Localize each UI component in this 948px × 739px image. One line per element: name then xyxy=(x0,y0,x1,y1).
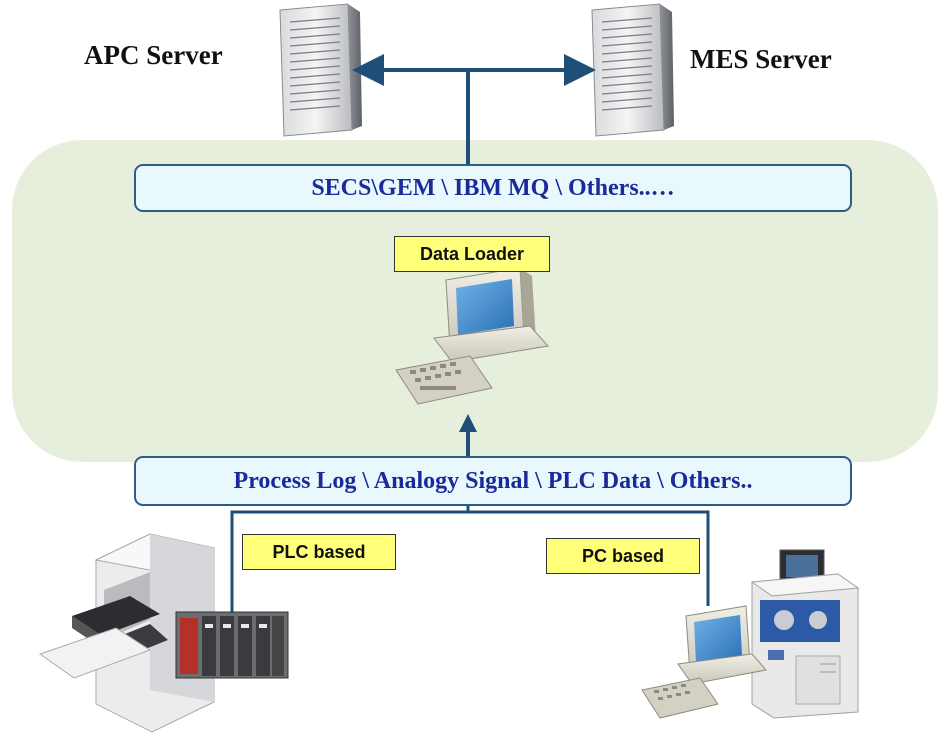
apc-server-label: APC Server xyxy=(84,40,223,70)
mes-server-icon xyxy=(591,3,674,137)
protocol-bar: SECS\GEM \ IBM MQ \ Others..… xyxy=(134,164,852,212)
pc-based-label: PC based xyxy=(546,538,700,574)
data-loader-computer-icon xyxy=(395,267,549,405)
upload-arrow xyxy=(459,414,477,456)
plc-based-label: PLC based xyxy=(242,534,396,570)
data-loader-label: Data Loader xyxy=(394,236,550,272)
plc-equipment-icon xyxy=(38,533,289,733)
mes-server-label: MES Server xyxy=(690,44,832,74)
pc-equipment-icon xyxy=(641,549,860,719)
server-connector xyxy=(352,54,596,166)
apc-server-icon xyxy=(279,3,362,137)
signals-bar: Process Log \ Analogy Signal \ PLC Data … xyxy=(134,456,852,506)
